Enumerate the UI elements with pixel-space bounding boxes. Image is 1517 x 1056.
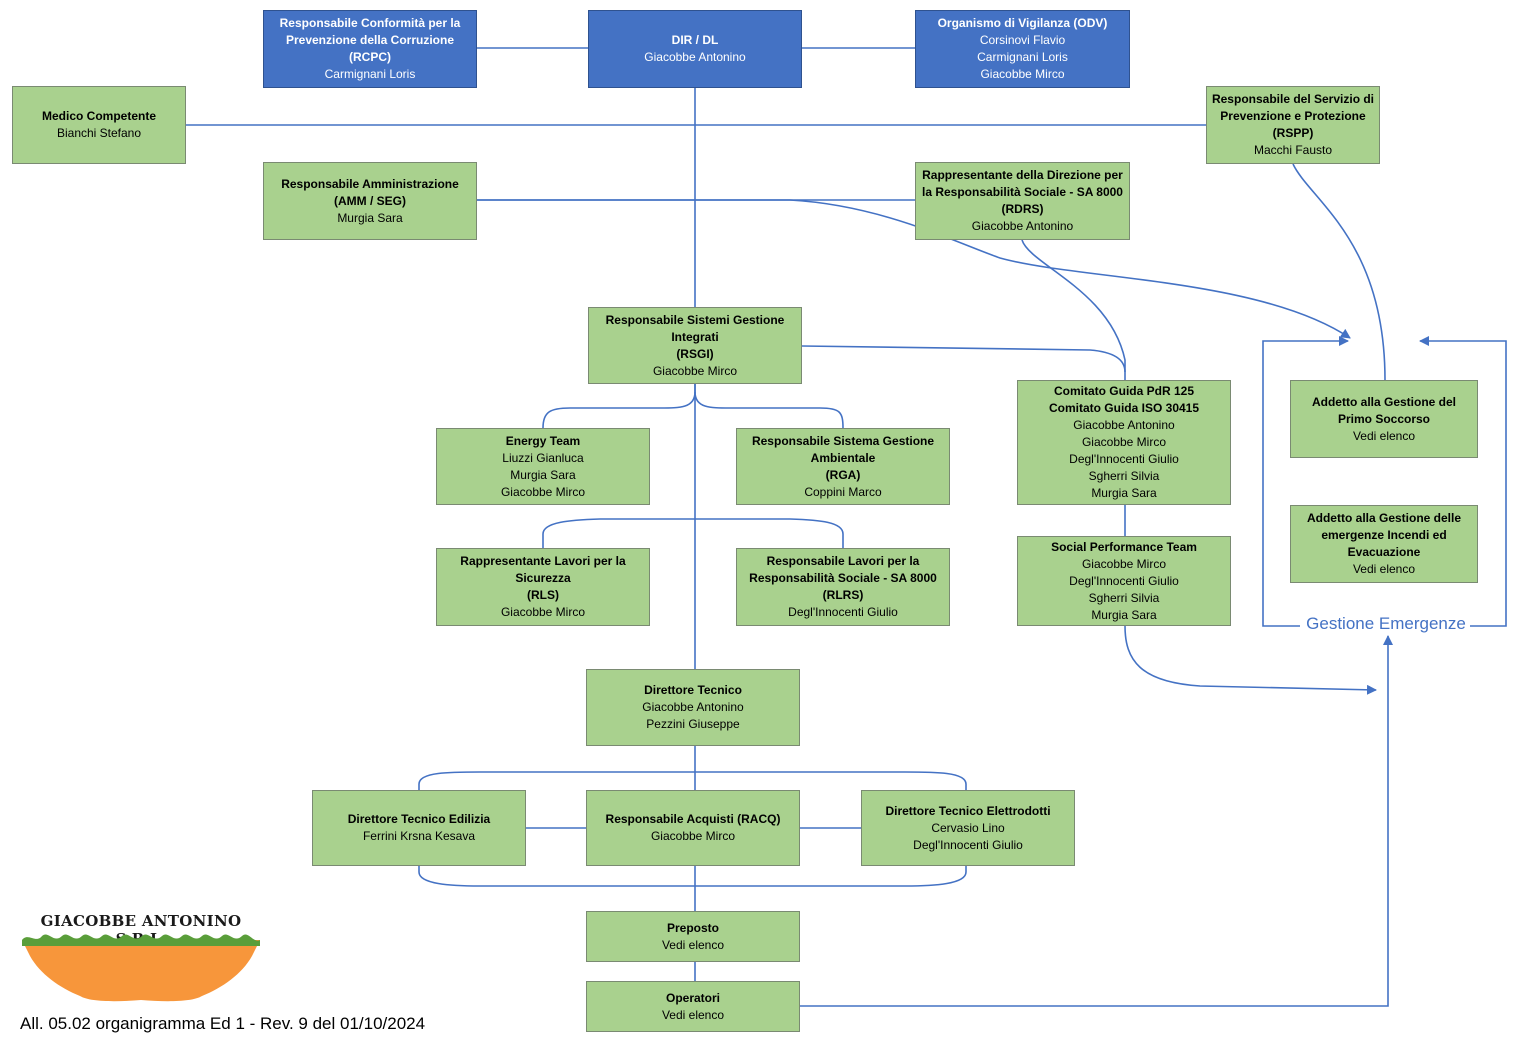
edge-amm-emergency (477, 199, 1351, 339)
node-racq-title: Responsabile Acquisti (RACQ) (605, 812, 781, 826)
node-dirtec-title: Direttore Tecnico (644, 683, 742, 697)
edge-branch-bottom (418, 866, 967, 887)
node-edilizia: Direttore Tecnico Edilizia Ferrini Krsna… (312, 790, 526, 866)
document-footer: All. 05.02 organigramma Ed 1 - Rev. 9 de… (20, 1014, 426, 1033)
node-edilizia-title: Direttore Tecnico Edilizia (347, 812, 491, 826)
node-comitato: Comitato Guida PdR 125 Comitato Guida IS… (1017, 380, 1231, 505)
node-rspp-members: Macchi Fausto (1253, 143, 1333, 157)
node-amm-title: Responsabile Amministrazione (AMM / SEG) (281, 176, 459, 208)
node-rlrs-members: Degl'Innocenti Giulio (788, 605, 898, 619)
node-energy-members: Liuzzi Gianluca Murgia Sara Giacobbe Mir… (500, 450, 586, 499)
node-odv: Organismo di Vigilanza (ODV) Corsinovi F… (915, 10, 1130, 88)
node-social: Social Performance Team Giacobbe Mirco D… (1017, 536, 1231, 626)
node-dir: DIR / DL Giacobbe Antonino (588, 10, 802, 88)
node-rga-members: Coppini Marco (804, 484, 882, 499)
edge-rspp-primo (1292, 163, 1386, 381)
node-preposto-title: Preposto (666, 920, 719, 935)
node-rls-members: Giacobbe Mirco (500, 605, 586, 619)
node-rls: Rappresentante Lavori per la Sicurezza (… (436, 548, 650, 626)
node-operatori: Operatori Vedi elenco (586, 981, 800, 1032)
logo-tray-icon (22, 934, 260, 1002)
node-medico-members: Bianchi Stefano (56, 126, 142, 140)
node-primo-members: Vedi elenco (1352, 428, 1416, 443)
emergency-bracket-left (1262, 336, 1349, 627)
edge-rdrs-comitato (1021, 239, 1126, 380)
node-rspp-title: Responsabile del Servizio di Prevenzione… (1211, 92, 1375, 140)
edge-rsgi-rga (694, 391, 844, 429)
node-rcpc: Responsabile Conformità per la Prevenzio… (263, 10, 477, 88)
node-rsgi-members: Giacobbe Mirco (652, 363, 738, 378)
emergency-bracket-right (1419, 336, 1507, 627)
node-rcpc-members: Carmignani Loris (324, 67, 416, 81)
node-dir-members: Giacobbe Antonino (644, 50, 746, 64)
node-primo-title: Addetto alla Gestione del Primo Soccorso (1311, 394, 1457, 426)
node-racq: Responsabile Acquisti (RACQ) Giacobbe Mi… (586, 790, 800, 866)
node-rdrs-title: Rappresentante della Direzione per la Re… (922, 168, 1123, 216)
node-rsgi-title: Responsabile Sistemi Gestione Integrati … (605, 312, 785, 361)
node-odv-title: Organismo di Vigilanza (ODV) (937, 16, 1108, 30)
node-elettrodotti-title: Direttore Tecnico Elettrodotti (885, 803, 1051, 818)
node-amm-members: Murgia Sara (337, 210, 403, 225)
edge-operatori-emergency (800, 635, 1393, 1007)
node-dirtec-members: Giacobbe Antonino Pezzini Giuseppe (642, 700, 744, 731)
edge-rsgi-energy (542, 384, 696, 429)
node-comitato-title: Comitato Guida PdR 125 Comitato Guida IS… (1048, 384, 1200, 415)
edge-branch-rls-rlrs (542, 518, 844, 548)
node-incendi-title: Addetto alla Gestione delle emergenze In… (1306, 511, 1462, 559)
node-social-members: Giacobbe Mirco Degl'Innocenti Giulio Sgh… (1069, 556, 1179, 622)
company-logo: GIACOBBE ANTONINO S.R.L. (16, 912, 266, 1007)
node-edilizia-members: Ferrini Krsna Kesava (362, 829, 476, 843)
node-rlrs-title: Responsabile Lavori per la Responsabilit… (749, 554, 937, 602)
node-comitato-members: Giacobbe Antonino Giacobbe Mirco Degl'In… (1069, 418, 1179, 500)
node-preposto-members: Vedi elenco (661, 937, 725, 952)
node-dir-title: DIR / DL (671, 33, 719, 47)
node-racq-members: Giacobbe Mirco (650, 829, 736, 843)
node-rdrs-members: Giacobbe Antonino (971, 219, 1074, 233)
node-rga-title: Responsabile Sistema Gestione Ambientale… (751, 433, 935, 482)
node-preposto: Preposto Vedi elenco (586, 911, 800, 962)
emergency-group-label: Gestione Emergenze (1306, 614, 1466, 633)
node-incendi: Addetto alla Gestione delle emergenze In… (1290, 505, 1478, 583)
node-rls-title: Rappresentante Lavori per la Sicurezza (… (460, 554, 626, 602)
node-incendi-members: Vedi elenco (1352, 562, 1416, 576)
node-medico: Medico Competente Bianchi Stefano (12, 86, 186, 164)
node-amm: Responsabile Amministrazione (AMM / SEG)… (263, 162, 477, 240)
node-medico-title: Medico Competente (41, 109, 156, 123)
edge-rsgi-comitato (801, 345, 1126, 373)
node-primo: Addetto alla Gestione del Primo Soccorso… (1290, 380, 1478, 458)
node-rcpc-title: Responsabile Conformità per la Prevenzio… (279, 16, 461, 64)
node-energy: Energy Team Liuzzi Gianluca Murgia Sara … (436, 428, 650, 505)
node-elettrodotti: Direttore Tecnico Elettrodotti Cervasio … (861, 790, 1075, 866)
node-odv-members: Corsinovi Flavio Carmignani Loris Giacob… (977, 33, 1068, 81)
node-rspp: Responsabile del Servizio di Prevenzione… (1206, 86, 1380, 164)
node-rdrs: Rappresentante della Direzione per la Re… (915, 162, 1130, 240)
node-operatori-members: Vedi elenco (661, 1007, 725, 1022)
node-dirtec: Direttore Tecnico Giacobbe Antonino Pezz… (586, 669, 800, 746)
node-social-title: Social Performance Team (1051, 539, 1197, 554)
edge-branch-top (418, 771, 967, 790)
node-energy-title: Energy Team (505, 433, 581, 448)
node-elettrodotti-members: Cervasio Lino Degl'Innocenti Giulio (913, 820, 1023, 852)
node-rlrs: Responsabile Lavori per la Responsabilit… (736, 548, 950, 626)
edge-social-emergency (1124, 625, 1377, 695)
node-operatori-title: Operatori (665, 990, 720, 1005)
node-rga: Responsabile Sistema Gestione Ambientale… (736, 428, 950, 505)
node-rsgi: Responsabile Sistemi Gestione Integrati … (588, 307, 802, 384)
